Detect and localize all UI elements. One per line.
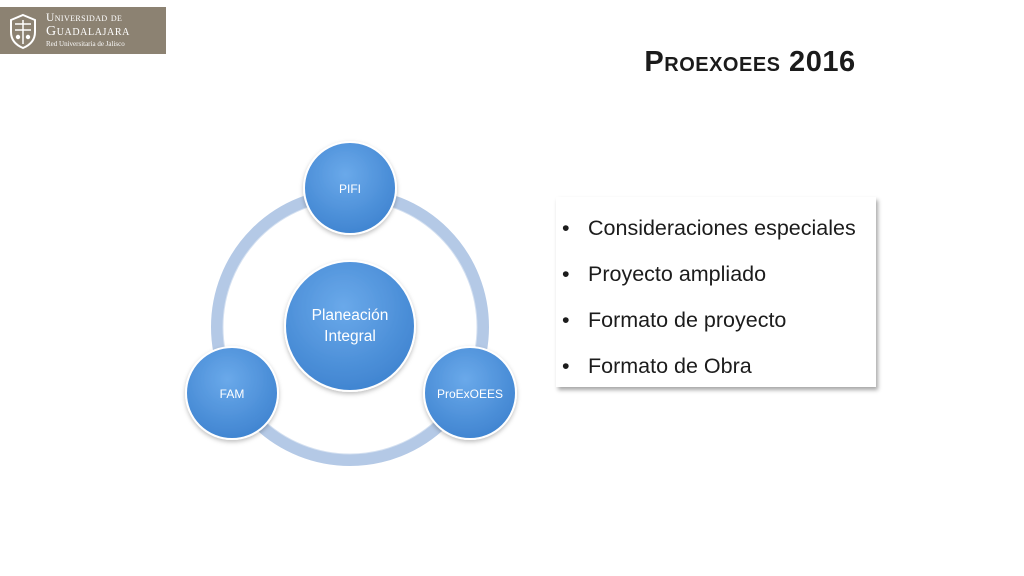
bullet-list-box: • Consideraciones especiales • Proyecto am… <box>556 197 876 387</box>
list-item-text: Proyecto ampliado <box>588 262 767 286</box>
bullet-icon: • <box>562 216 570 240</box>
node-fam-label: FAM <box>220 387 245 401</box>
list-item: • Formato de proyecto <box>560 303 876 349</box>
center-node-label-1: Planeación <box>312 307 389 324</box>
university-logo: Universidad de Guadalajara Red Universit… <box>0 7 166 54</box>
list-item-text: Formato de proyecto <box>588 308 787 332</box>
bullet-list: • Consideraciones especiales • Proyecto am… <box>556 197 876 395</box>
list-item-text: Consideraciones especiales <box>588 216 856 240</box>
node-fam: FAM <box>185 346 279 440</box>
logo-line-3: Red Universitaria de Jalisco <box>46 40 125 49</box>
node-proexoees-label: ProExOEES <box>437 387 503 401</box>
logo-line-1: Universidad de <box>46 11 123 24</box>
bullet-icon: • <box>562 262 570 286</box>
list-item-text: Formato de Obra <box>588 354 752 378</box>
list-item: • Formato de Obra <box>560 349 876 395</box>
list-item: • Proyecto ampliado <box>560 257 876 303</box>
center-node-label-2: Integral <box>324 328 376 345</box>
center-node: Planeación Integral <box>284 260 416 392</box>
bullet-icon: • <box>562 354 570 378</box>
slide-title: Proexoees 2016 <box>644 46 856 78</box>
bullet-icon: • <box>562 308 570 332</box>
node-proexoees: ProExOEES <box>423 346 517 440</box>
university-seal-icon <box>0 7 46 54</box>
node-pifi: PIFI <box>303 141 397 235</box>
node-pifi-label: PIFI <box>339 182 361 196</box>
logo-line-2: Guadalajara <box>46 24 130 40</box>
list-item: • Consideraciones especiales <box>560 211 876 257</box>
